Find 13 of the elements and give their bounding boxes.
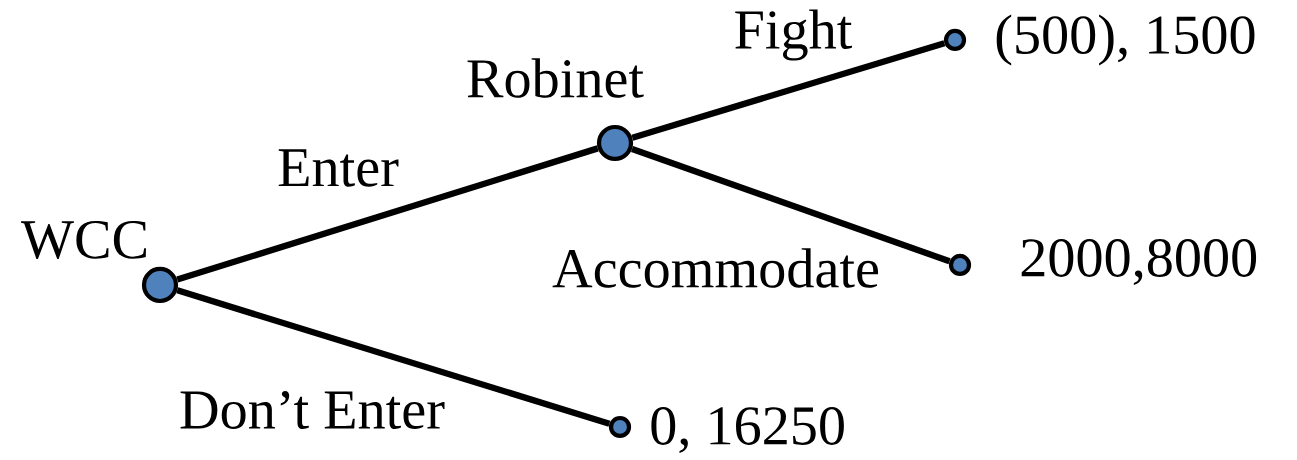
payoff-label: (500), 1500 xyxy=(996,14,1255,66)
payoff-label: 2000,8000 xyxy=(1021,239,1257,285)
action-label: Accommodate xyxy=(552,248,879,288)
branch-line xyxy=(631,146,951,265)
action-label: Don’t Enter xyxy=(180,391,445,429)
action-label: Fight xyxy=(735,9,853,61)
branch-line xyxy=(176,287,611,427)
player-label: WCC xyxy=(21,220,146,259)
branch-line xyxy=(176,145,599,283)
payoff-label: 0, 16250 xyxy=(651,407,844,453)
action-label: Enter xyxy=(278,149,399,187)
player-label: Robinet xyxy=(467,58,644,98)
branch-line xyxy=(631,40,946,141)
